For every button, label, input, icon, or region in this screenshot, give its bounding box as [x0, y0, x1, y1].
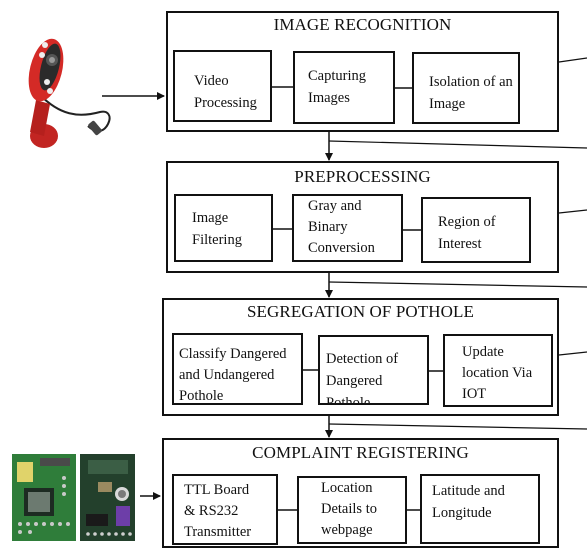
step-video-processing: Video Processing — [173, 50, 272, 122]
stage-title: PREPROCESSING — [294, 167, 431, 186]
stage-title: SEGREGATION OF POTHOLE — [247, 302, 474, 321]
step-update-location-iot: Update location Via IOT — [443, 334, 553, 407]
webcam-image — [28, 38, 111, 148]
step-capturing-images: Capturing Images — [293, 51, 395, 124]
step-gray-binary-conversion: Gray and Binary Conversion — [292, 194, 403, 262]
right-line-2 — [328, 140, 587, 149]
circuit-boards-image — [12, 454, 135, 541]
stage-title: IMAGE RECOGNITION — [273, 15, 452, 34]
right-line-1 — [558, 57, 587, 63]
right-line-4 — [328, 281, 587, 288]
step-classify-pothole: Classify Dangered and Undangered Pothole — [172, 333, 303, 405]
right-line-3 — [558, 209, 587, 214]
step-location-details-webpage: Location Details to webpage — [297, 476, 407, 544]
stage-title: COMPLAINT REGISTERING — [252, 443, 469, 462]
step-image-filtering: Image Filtering — [174, 194, 273, 262]
step-ttl-board-transmitter: TTL Board & RS232 Transmitter — [172, 474, 278, 545]
right-line-5 — [558, 351, 587, 356]
right-line-6 — [328, 423, 587, 430]
step-region-of-interest: Region of Interest — [421, 197, 531, 263]
step-isolation-of-image: Isolation of an Image — [412, 52, 520, 124]
step-detection-dangered-pothole: Detection of Dangered Pothole — [318, 335, 429, 405]
step-latitude-longitude: Latitude and Longitude — [420, 474, 540, 544]
